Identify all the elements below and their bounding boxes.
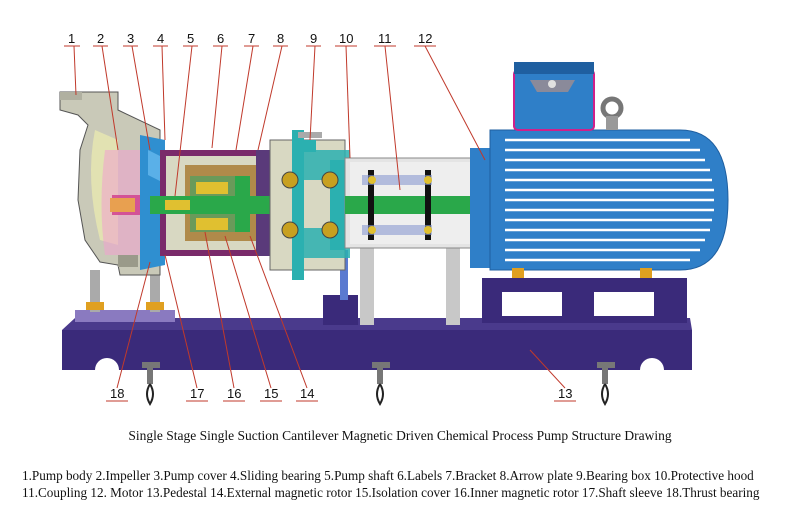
callout-5: 5 <box>187 31 194 46</box>
bearing-supports <box>323 245 460 325</box>
callout-16: 16 <box>227 386 241 401</box>
callouts: 1 2 3 4 5 6 7 8 9 10 11 12 <box>64 31 576 402</box>
bearing-box <box>269 130 350 280</box>
callout-6: 6 <box>217 31 224 46</box>
parts-legend: 1.Pump body 2.Impeller 3.Pump cover 4.Sl… <box>22 468 760 500</box>
callout-18: 18 <box>110 386 124 401</box>
callout-10: 10 <box>339 31 353 46</box>
pump-structure-diagram: 1 2 3 4 5 6 7 8 9 10 11 12 <box>59 31 729 406</box>
callout-8: 8 <box>277 31 284 46</box>
callout-3: 3 <box>127 31 134 46</box>
pedestal <box>62 318 692 406</box>
callout-13: 13 <box>558 386 572 401</box>
callout-2: 2 <box>97 31 104 46</box>
motor <box>470 62 729 278</box>
callout-7: 7 <box>248 31 255 46</box>
callout-11: 11 <box>378 31 392 46</box>
pump-support <box>75 270 175 322</box>
callout-9: 9 <box>310 31 317 46</box>
motor-pedestal <box>482 278 687 323</box>
coupling-guard <box>344 157 485 249</box>
callout-12: 12 <box>418 31 432 46</box>
callout-15: 15 <box>264 386 278 401</box>
callout-1: 1 <box>68 31 75 46</box>
callout-17: 17 <box>190 386 204 401</box>
callout-14: 14 <box>300 386 314 401</box>
callout-4: 4 <box>157 31 164 46</box>
diagram-caption: Single Stage Single Suction Cantilever M… <box>128 428 672 443</box>
